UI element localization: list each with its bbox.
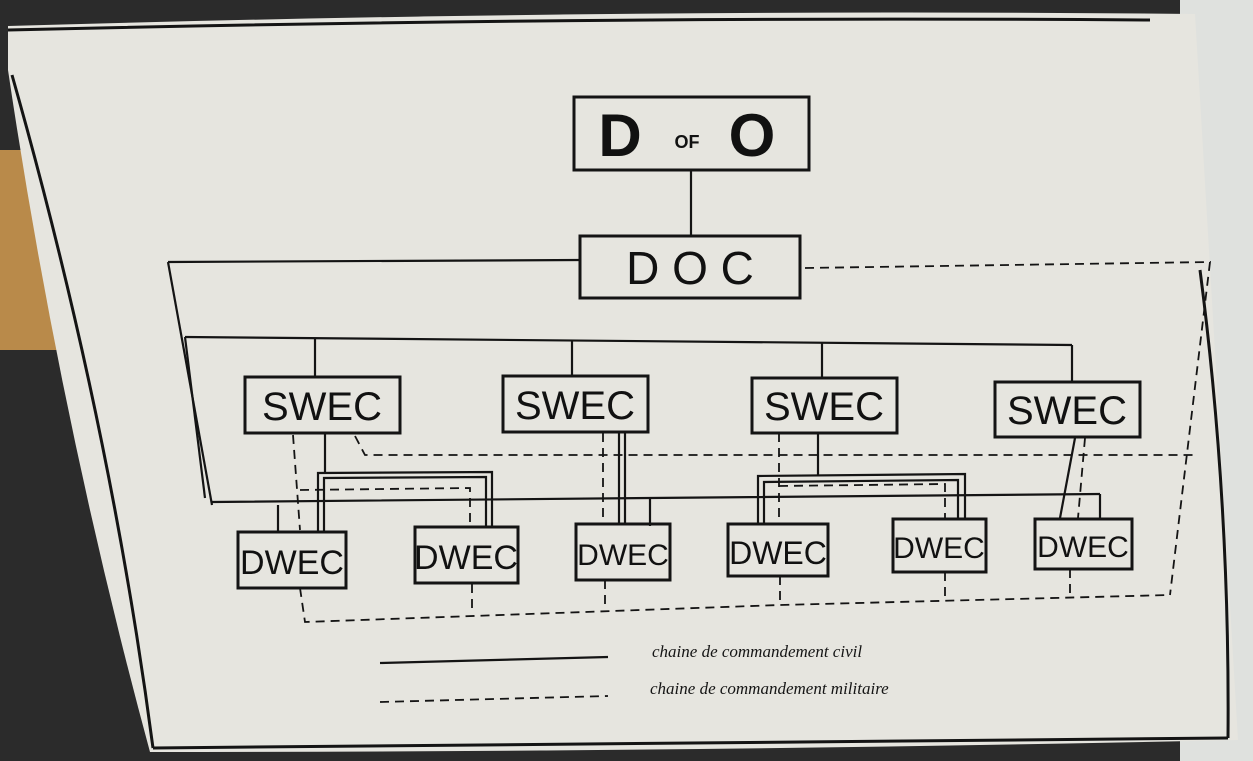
- dwec-box: DWEC: [1033, 517, 1134, 571]
- dwec-box: DWEC: [574, 522, 672, 582]
- doc-box: D O C: [578, 234, 802, 300]
- d-of-o-label-left: D: [598, 102, 641, 169]
- legend: chaine de commandement civil chaine de c…: [379, 642, 889, 703]
- d-of-o-label-mid: OF: [675, 132, 700, 152]
- swec-label: SWEC: [262, 385, 382, 429]
- dwec-label: DWEC: [240, 544, 344, 582]
- dwec-label: DWEC: [1037, 531, 1129, 564]
- swec-label: SWEC: [1007, 389, 1127, 433]
- legend-dashed-line: [379, 695, 609, 703]
- page-frame: [7, 17, 1230, 750]
- dwec-label: DWEC: [577, 539, 669, 572]
- paper-sheet: [8, 12, 1238, 752]
- dwec-box: DWEC: [726, 522, 830, 578]
- swec-box: SWEC: [243, 375, 402, 435]
- d-of-o-label-right: O: [729, 102, 776, 169]
- dwec-label: DWEC: [729, 535, 827, 571]
- dwec-label: DWEC: [414, 539, 518, 577]
- dwec-box: DWEC: [891, 517, 988, 574]
- legend-solid-line: [379, 655, 609, 665]
- legend-military-text: chaine de commandement militaire: [650, 679, 889, 698]
- d-of-o-box: D OF O: [572, 95, 811, 172]
- swec-box: SWEC: [993, 380, 1142, 439]
- swec-label: SWEC: [764, 385, 884, 429]
- legend-civil-text: chaine de commandement civil: [652, 642, 862, 661]
- civil-chain-lines: [166, 170, 1102, 532]
- dwec-label: DWEC: [893, 532, 985, 565]
- doc-label: D O C: [626, 242, 754, 294]
- swec-box: SWEC: [501, 374, 650, 434]
- military-chain-lines: [292, 261, 1212, 623]
- dwec-box: DWEC: [413, 525, 520, 585]
- swec-label: SWEC: [515, 384, 635, 428]
- dwec-box: DWEC: [236, 530, 348, 590]
- swec-box: SWEC: [750, 376, 899, 435]
